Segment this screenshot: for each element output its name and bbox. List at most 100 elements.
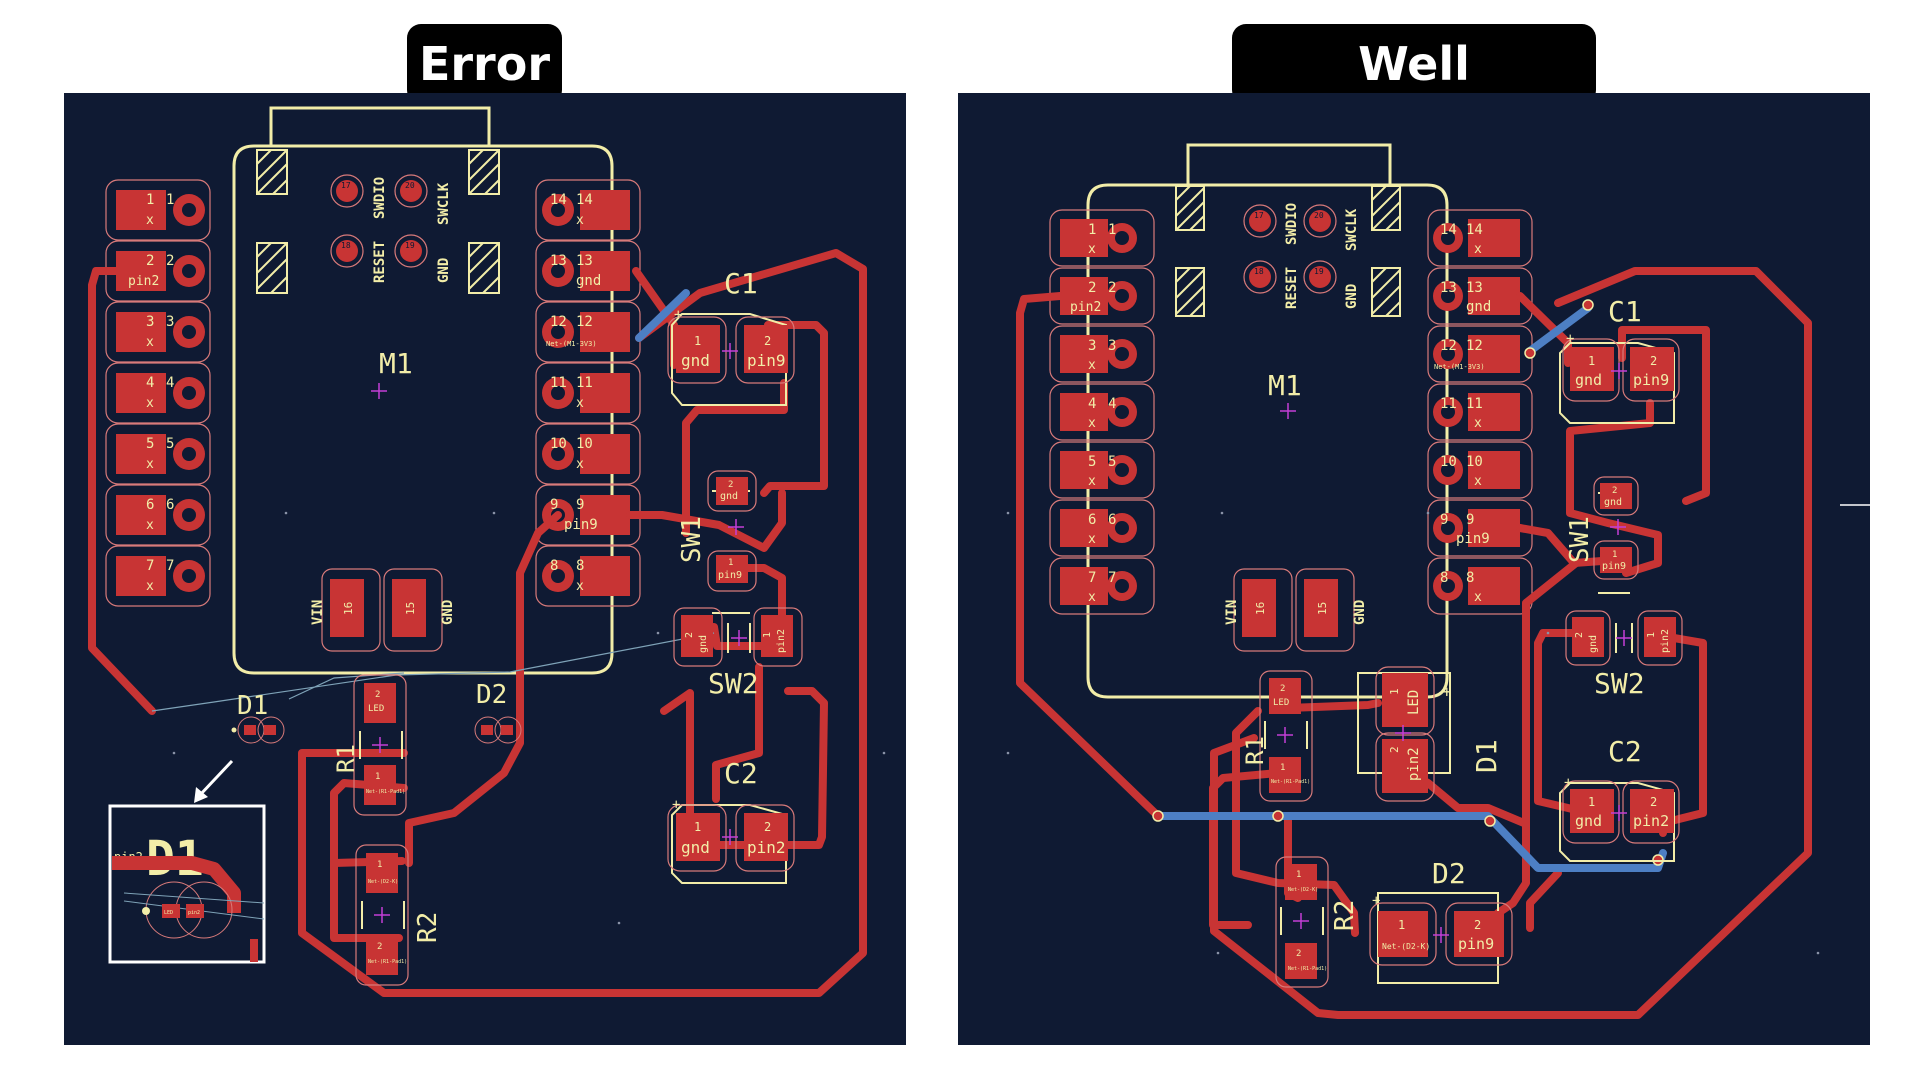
svg-text:11: 11 xyxy=(1466,396,1483,412)
back-copper-traces xyxy=(635,289,690,342)
svg-text:Net-(R1-Pad1): Net-(R1-Pad1) xyxy=(366,789,405,795)
svg-text:1: 1 xyxy=(1280,763,1285,773)
svg-text:x: x xyxy=(1088,358,1096,373)
r1-resistor: 2 LED 1 Net-(R1-Pad1) R1 xyxy=(1241,670,1313,802)
svg-text:pin2: pin2 xyxy=(776,629,787,653)
svg-text:Net-(M1-3V3): Net-(M1-3V3) xyxy=(546,340,597,348)
svg-text:C2: C2 xyxy=(1608,735,1642,768)
svg-text:8: 8 xyxy=(1466,570,1474,586)
svg-text:R1: R1 xyxy=(1241,736,1269,765)
svg-text:9: 9 xyxy=(1440,512,1448,528)
sw2-switch: gnd 2 pin2 1 SW2 xyxy=(673,607,803,700)
svg-text:15: 15 xyxy=(404,602,417,615)
svg-text:gnd: gnd xyxy=(1575,812,1602,830)
svg-text:x: x xyxy=(576,457,584,472)
sw1-switch: 2 gnd 1 pin9 SW1 xyxy=(677,470,757,614)
svg-text:gnd: gnd xyxy=(576,273,601,289)
svg-text:SW2: SW2 xyxy=(1594,667,1645,700)
well-connected-title: Well conected xyxy=(1232,24,1596,171)
svg-text:4: 4 xyxy=(1088,396,1096,412)
svg-text:16: 16 xyxy=(342,602,355,615)
svg-text:x: x xyxy=(1474,242,1482,257)
svg-text:x: x xyxy=(1088,590,1096,605)
svg-text:D2: D2 xyxy=(476,680,507,710)
svg-text:+: + xyxy=(1442,682,1452,701)
svg-text:gnd: gnd xyxy=(1604,497,1622,508)
svg-text:14: 14 xyxy=(576,192,593,208)
svg-text:x: x xyxy=(1474,590,1482,605)
svg-text:11: 11 xyxy=(576,375,593,391)
c1-capacitor: C1 1 2 gnd pin9 + xyxy=(1559,295,1680,424)
svg-text:14: 14 xyxy=(1440,222,1457,238)
svg-text:pin9: pin9 xyxy=(1456,531,1490,547)
swd-labels: RESET SWDIO GND SWCLK xyxy=(1284,203,1360,309)
svg-text:x: x xyxy=(576,396,584,411)
svg-text:1: 1 xyxy=(694,820,701,834)
svg-text:6: 6 xyxy=(146,497,154,513)
svg-text:9: 9 xyxy=(550,497,558,513)
svg-text:2: 2 xyxy=(764,334,771,348)
svg-text:x: x xyxy=(1474,474,1482,489)
svg-text:2: 2 xyxy=(1388,746,1401,753)
svg-text:13: 13 xyxy=(1466,280,1483,296)
svg-text:LED: LED xyxy=(1406,690,1422,715)
svg-text:VIN: VIN xyxy=(1224,600,1240,625)
svg-text:3: 3 xyxy=(1108,338,1116,354)
svg-text:x: x xyxy=(146,518,154,533)
svg-text:2: 2 xyxy=(166,253,174,269)
svg-text:7: 7 xyxy=(1088,570,1096,586)
svg-text:12: 12 xyxy=(1466,338,1483,354)
svg-text:pin2: pin2 xyxy=(1660,629,1671,653)
svg-text:pin9: pin9 xyxy=(1458,935,1494,953)
svg-text:x: x xyxy=(1088,474,1096,489)
svg-text:pin2: pin2 xyxy=(747,838,786,857)
m1-ref-label: M1 xyxy=(1268,369,1302,402)
svg-text:D2: D2 xyxy=(1432,857,1466,890)
svg-text:1: 1 xyxy=(1108,222,1116,238)
svg-text:+: + xyxy=(674,307,682,323)
d2-diode-tiny: D2 xyxy=(474,680,522,744)
svg-text:x: x xyxy=(1088,416,1096,431)
d1-diode-tiny: D1 xyxy=(231,691,285,744)
svg-text:7: 7 xyxy=(146,558,154,574)
m1-bottom-pads: 16 15 VIN GND xyxy=(1224,568,1368,652)
swd-pads: 17 20 18 19 xyxy=(1243,204,1337,294)
svg-text:9: 9 xyxy=(576,497,584,513)
svg-text:C1: C1 xyxy=(1608,295,1642,328)
svg-text:17: 17 xyxy=(1254,211,1264,220)
svg-text:C1: C1 xyxy=(724,267,758,300)
svg-text:8: 8 xyxy=(550,558,558,574)
svg-text:2: 2 xyxy=(1296,949,1301,959)
svg-text:GND: GND xyxy=(1344,284,1360,309)
r1-resistor: 2 LED 1 Net-(R1-Pad1) R1 xyxy=(332,674,407,816)
svg-text:Net-(M1-3V3): Net-(M1-3V3) xyxy=(1434,363,1485,371)
svg-text:2: 2 xyxy=(377,942,382,952)
svg-text:10: 10 xyxy=(576,436,593,452)
m1-hatch-areas xyxy=(256,149,500,294)
svg-text:SWDIO: SWDIO xyxy=(1284,203,1300,245)
svg-text:SWCLK: SWCLK xyxy=(1344,208,1360,251)
svg-text:20: 20 xyxy=(405,181,415,190)
svg-text:Net-(R1-Pad1): Net-(R1-Pad1) xyxy=(1288,966,1327,972)
svg-text:RESET: RESET xyxy=(372,241,388,283)
svg-text:1: 1 xyxy=(1588,354,1595,368)
svg-text:LED: LED xyxy=(1273,698,1289,708)
c2-capacitor: C2 1 2 gnd pin2 + xyxy=(667,757,795,884)
svg-text:pin9: pin9 xyxy=(564,517,598,533)
